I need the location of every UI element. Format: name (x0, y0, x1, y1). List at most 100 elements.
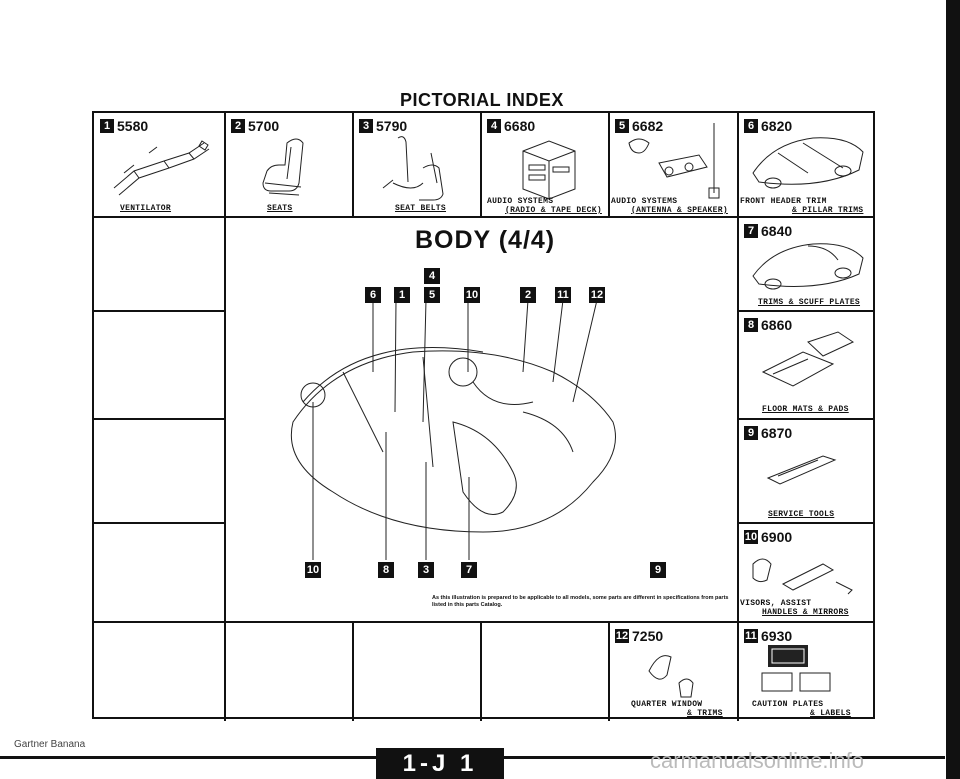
part-code: 6682 (632, 117, 664, 134)
index-number-badge: 10 (744, 529, 758, 544)
footer-credit: Gartner Banana (14, 739, 86, 750)
cell-caption-line2: & LABELS (810, 709, 851, 718)
radio-tape-deck-icon (522, 140, 576, 200)
quarter-window-icon (648, 655, 694, 698)
part-code: 6820 (761, 117, 793, 134)
col-divider (352, 621, 354, 721)
row-divider (94, 216, 873, 218)
index-number-badge: 9 (744, 425, 758, 440)
part-code: 6840 (761, 222, 793, 239)
row-divider (94, 621, 873, 623)
visor-mirror-icon (752, 558, 853, 595)
service-tool-icon (766, 455, 837, 485)
cell-caption: VENTILATOR (120, 204, 172, 213)
index-number-badge: 7 (744, 223, 758, 238)
cell-caption-line2: (ANTENNA & SPEAKER) (631, 206, 728, 215)
caution-label-icon (761, 645, 831, 692)
cell-caption: FLOOR MATS & PADS (762, 405, 849, 414)
callout-badge: 12 (589, 287, 605, 303)
cell-caption: TRIMS & SCUFF PLATES (758, 298, 861, 307)
part-code: 5790 (376, 117, 408, 134)
floor-mat-icon (761, 331, 855, 387)
seat-icon (262, 138, 304, 196)
row-divider (94, 522, 224, 524)
index-number-badge: 6 (744, 118, 758, 133)
cell-caption: SERVICE TOOLS (768, 510, 835, 519)
col-divider (224, 113, 226, 721)
index-number-badge: 5 (615, 118, 629, 133)
col-divider (608, 621, 610, 721)
col-divider (608, 113, 610, 216)
callout-badge: 10 (305, 562, 321, 578)
callout-badge: 5 (424, 287, 440, 303)
cell-caption-line1: AUDIO SYSTEMS (487, 197, 554, 206)
index-number-badge: 11 (744, 628, 758, 643)
cell-caption-line1: CAUTION PLATES (752, 700, 824, 709)
callout-badge: 7 (461, 562, 477, 578)
watermark-text: carmanualsonline.info (650, 748, 865, 773)
part-code: 6900 (761, 528, 793, 545)
callout-badge: 10 (464, 287, 480, 303)
cell-caption-line1: VISORS, ASSIST (740, 599, 812, 608)
callout-badge: 3 (418, 562, 434, 578)
convertible-interior-illustration (290, 299, 616, 560)
index-number-badge: 8 (744, 317, 758, 332)
row-divider (94, 310, 224, 312)
callout-badge: 8 (378, 562, 394, 578)
seat-belt-icon (382, 136, 444, 201)
col-divider (737, 113, 739, 721)
cell-caption-line2: HANDLES & MIRRORS (762, 608, 849, 617)
cell-caption-line1: QUARTER WINDOW (631, 700, 703, 709)
cell-caption-line1: AUDIO SYSTEMS (611, 197, 678, 206)
page-edge-bar (946, 0, 960, 779)
index-number-badge: 2 (231, 118, 245, 133)
cell-caption: SEAT BELTS (395, 204, 447, 213)
callout-badge: 2 (520, 287, 536, 303)
part-code: 5700 (248, 117, 280, 134)
callout-badge: 9 (650, 562, 666, 578)
index-number-badge: 4 (487, 118, 501, 133)
callout-badge: 4 (424, 268, 440, 284)
part-code: 6930 (761, 627, 793, 644)
section-title: BODY (4/4) (415, 226, 556, 254)
ventilator-icon (113, 140, 210, 196)
callout-badge: 11 (555, 287, 571, 303)
car-trims-icon (752, 243, 864, 290)
page-number: 1-J 1 (376, 748, 504, 779)
col-divider (480, 621, 482, 721)
part-code: 6680 (504, 117, 536, 134)
index-number-badge: 12 (615, 628, 629, 643)
convertible-car-icon (752, 137, 864, 189)
row-divider (737, 522, 873, 524)
callout-badge: 1 (394, 287, 410, 303)
cell-caption-line2: (RADIO & TAPE DECK) (505, 206, 602, 215)
part-code: 7250 (632, 627, 664, 644)
part-code: 6860 (761, 316, 793, 333)
page-title: PICTORIAL INDEX (400, 90, 564, 110)
part-code: 6870 (761, 424, 793, 441)
col-divider (480, 113, 482, 216)
illustration-note: As this illustration is prepared to be a… (432, 595, 729, 608)
row-divider (94, 418, 224, 420)
col-divider (352, 113, 354, 216)
cell-caption-line2: & PILLAR TRIMS (792, 206, 864, 215)
cell-caption: SEATS (267, 204, 293, 213)
part-code: 5580 (117, 117, 149, 134)
cell-caption-line1: FRONT HEADER TRIM (740, 197, 827, 206)
row-divider (737, 310, 873, 312)
antenna-speaker-icon (628, 123, 720, 199)
index-number-badge: 3 (359, 118, 373, 133)
